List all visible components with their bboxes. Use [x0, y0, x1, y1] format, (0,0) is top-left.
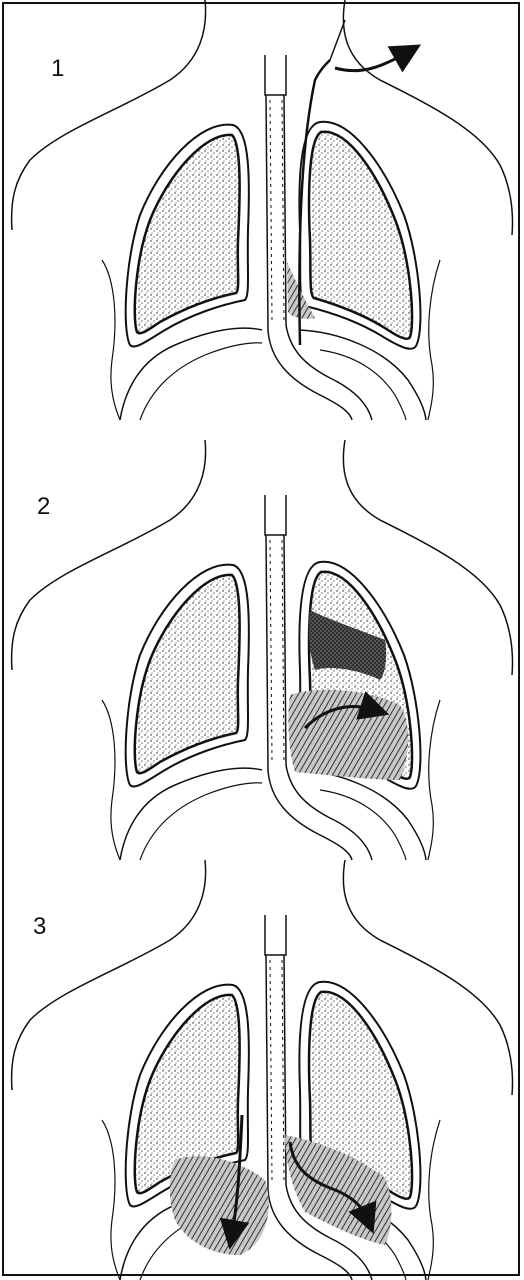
panel-1-arrow — [335, 52, 408, 71]
panel-2-torso — [12, 440, 513, 860]
panel-1-torso — [12, 0, 513, 420]
panel-2-effusion — [288, 690, 408, 780]
panel-3-left-effusion — [170, 1156, 269, 1255]
panel-3-torso — [12, 860, 513, 1280]
